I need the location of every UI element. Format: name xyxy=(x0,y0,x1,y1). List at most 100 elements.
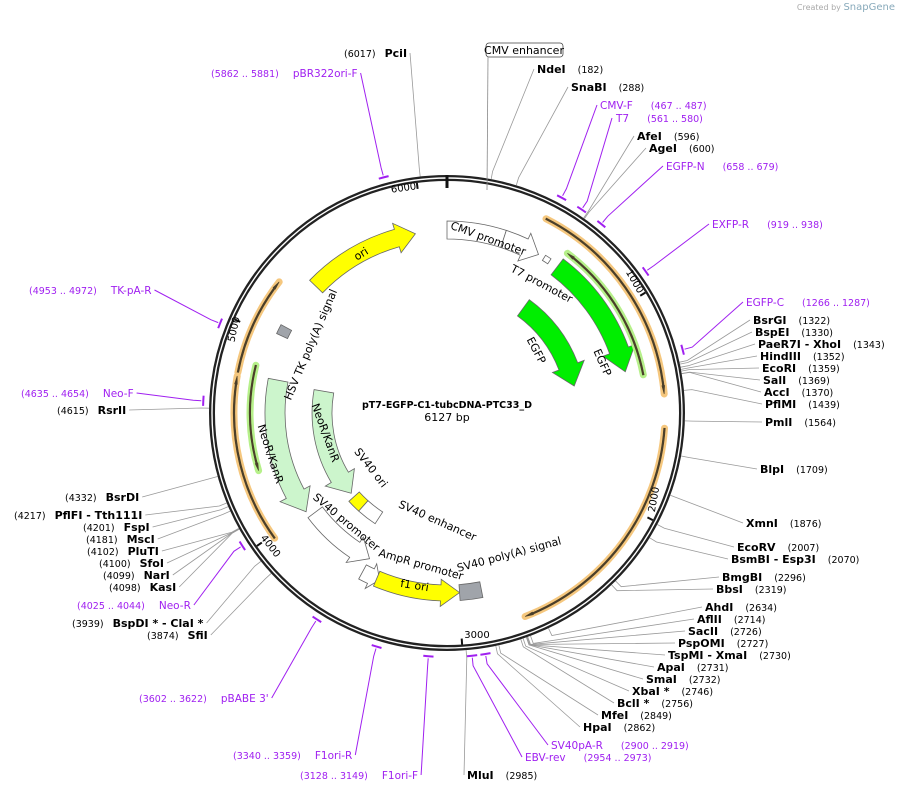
primer-binding-mark[interactable] xyxy=(680,344,685,355)
enzyme-site-label[interactable]: (4332)BsrDI xyxy=(65,491,139,504)
feature-label-sv40-ori: SV40 ori xyxy=(351,446,390,490)
primer-binding-mark[interactable] xyxy=(238,540,246,551)
neo-orf-thin-arc[interactable] xyxy=(248,364,259,471)
sv40-ori-box[interactable] xyxy=(348,491,369,512)
cut-position: (2730) xyxy=(759,651,791,662)
enzyme-site-label[interactable]: (3939)BspDI * - ClaI * xyxy=(72,617,204,630)
orf-arc-2[interactable] xyxy=(524,427,666,617)
enzyme-site-label[interactable]: BmgBI(2296) xyxy=(722,571,806,584)
enzyme-site-label[interactable]: (4217)PflFI - Tth111I xyxy=(14,509,142,522)
enzyme-site-label[interactable]: BbsI(2319) xyxy=(716,583,787,596)
enzyme-site-label[interactable]: (4201)FspI xyxy=(83,521,150,534)
primer-label[interactable]: (3340 .. 3359)F1ori-R xyxy=(233,750,352,762)
enzyme-site-label[interactable]: (4099)NarI xyxy=(103,569,170,582)
enzyme-site-label[interactable]: (4102)PluTI xyxy=(87,545,159,558)
primer-label[interactable]: (4635 .. 4654)Neo-F xyxy=(21,388,134,400)
enzyme-site-label[interactable]: ApaI(2731) xyxy=(657,661,729,674)
cmv-promoter-arrow[interactable] xyxy=(500,229,540,262)
egfp-inner-arrow[interactable] xyxy=(516,299,585,387)
enzyme-site-label[interactable]: XmnI(1876) xyxy=(746,517,821,530)
cut-position: (4332) xyxy=(65,493,97,504)
enzyme-site-label[interactable]: EcoRI(1359) xyxy=(762,362,840,375)
primer-binding-mark[interactable] xyxy=(202,395,205,406)
primer-label[interactable]: CMV-F(467 .. 487) xyxy=(600,100,707,112)
primer-binding-mark[interactable] xyxy=(466,654,478,658)
primer-label[interactable]: (4025 .. 4044)Neo-R xyxy=(77,600,191,612)
enzyme-site-label[interactable]: (4181)MscI xyxy=(86,533,155,546)
enzyme-site-label[interactable]: AflII(2714) xyxy=(697,613,765,626)
f1-ori-arrow[interactable] xyxy=(372,570,461,608)
primer-binding-mark[interactable] xyxy=(371,644,382,649)
enzyme-site-label[interactable]: SacII(2726) xyxy=(688,625,762,638)
cut-position: (4100) xyxy=(99,559,131,570)
primer-range: (2954 .. 2973) xyxy=(584,753,652,764)
enzyme-site-label[interactable]: AccI(1370) xyxy=(764,386,833,399)
enzyme-site-label[interactable]: PflMI(1439) xyxy=(765,398,840,411)
ampr-promoter-arrow[interactable] xyxy=(358,562,381,590)
primer-binding-mark[interactable] xyxy=(556,194,567,201)
primer-label[interactable]: EGFP-C(1266 .. 1287) xyxy=(746,297,870,309)
primer-binding-mark[interactable] xyxy=(641,266,650,277)
enzyme-site-label[interactable]: MfeI(2849) xyxy=(601,709,672,722)
hsv-tk-polya-box[interactable] xyxy=(276,324,293,340)
neor-kanr-outer-arrow[interactable] xyxy=(264,377,311,513)
enzyme-site-label[interactable]: BlpI(1709) xyxy=(760,463,828,476)
primer-binding-mark[interactable] xyxy=(596,220,606,229)
enzyme-site-label[interactable]: AgeI(600) xyxy=(649,142,715,155)
enzyme-site-label[interactable]: PspOMI(2727) xyxy=(678,637,768,650)
primer-label[interactable]: T7(561 .. 580) xyxy=(615,113,703,125)
primer-label[interactable]: (5862 .. 5881)pBR322ori-F xyxy=(211,68,358,80)
primer-label[interactable]: (3128 .. 3149)F1ori-F xyxy=(300,770,418,782)
enzyme-site-label[interactable]: BsmBI - Esp3I(2070) xyxy=(731,553,859,566)
orf-arc-4[interactable] xyxy=(232,375,276,540)
enzyme-site-label[interactable]: EcoRV(2007) xyxy=(737,541,819,554)
enzyme-site-label[interactable]: AfeI(596) xyxy=(637,130,699,143)
enzyme-site-label[interactable]: (6017)PciI xyxy=(344,47,407,60)
orf-arc-3[interactable] xyxy=(236,281,280,373)
enzyme-site-label[interactable]: (4100)SfoI xyxy=(99,557,164,570)
enzyme-site-label[interactable]: SmaI(2732) xyxy=(646,673,721,686)
egfp-outer-arrow[interactable] xyxy=(550,258,636,373)
enzyme-site-label[interactable]: PmlI(1564) xyxy=(765,416,836,429)
primer-binding-mark[interactable] xyxy=(480,652,491,656)
enzyme-site-label[interactable]: BspEI(1330) xyxy=(755,326,833,339)
enzyme-site-label[interactable]: (4615)RsrII xyxy=(57,404,126,417)
primer-binding-mark[interactable] xyxy=(423,654,434,658)
orf-arc-1[interactable] xyxy=(545,217,665,395)
enzyme-site-label[interactable]: (4098)KasI xyxy=(109,581,176,594)
egfp-orf-thin-arc[interactable] xyxy=(567,253,645,376)
enzyme-site-label[interactable]: (3874)SfiI xyxy=(147,629,208,642)
enzyme-site-label[interactable]: AhdI(2634) xyxy=(705,601,777,614)
primer-label[interactable]: EGFP-N(658 .. 679) xyxy=(666,161,778,173)
primer-binding-mark[interactable] xyxy=(576,205,587,214)
enzyme-site-label[interactable]: HpaI(2862) xyxy=(583,721,655,734)
enzyme-site-label[interactable]: XbaI *(2746) xyxy=(632,685,713,698)
primer-binding-mark[interactable] xyxy=(312,615,322,623)
sv40-enhancer-box[interactable] xyxy=(358,500,384,525)
primer-binding-mark[interactable] xyxy=(217,318,223,329)
t7-promoter-mark[interactable] xyxy=(541,254,552,265)
enzyme-site-label[interactable]: HindIII(1352) xyxy=(760,350,845,363)
primer-label[interactable]: EBV-rev(2954 .. 2973) xyxy=(525,752,652,764)
enzyme-leader xyxy=(548,606,703,636)
sv40-promoter-arrow[interactable] xyxy=(307,506,371,564)
cut-position: (2070) xyxy=(828,555,860,566)
primer-label[interactable]: (3602 .. 3622)pBABE 3' xyxy=(139,693,269,705)
neor-kanr-inner-arrow[interactable] xyxy=(311,389,355,494)
primer-label[interactable]: SV40pA-R(2900 .. 2919) xyxy=(551,740,689,752)
enzyme-site-label[interactable]: BsrGI(1322) xyxy=(753,314,830,327)
enzyme-site-label[interactable]: SnaBI(288) xyxy=(571,81,644,94)
sv40-polya-box[interactable] xyxy=(458,581,484,601)
primer-label[interactable]: (4953 .. 4972)TK-pA-R xyxy=(29,285,152,297)
enzyme-leader xyxy=(684,420,763,423)
ori-arrow[interactable] xyxy=(309,222,417,294)
primer-name: Neo-F xyxy=(103,388,134,400)
enzyme-site-label[interactable]: TspMI - XmaI(2730) xyxy=(668,649,791,662)
primer-binding-mark[interactable] xyxy=(378,175,389,180)
enzyme-site-label[interactable]: PaeR7I - XhoI(1343) xyxy=(758,338,885,351)
enzyme-site-label[interactable]: SalI(1369) xyxy=(763,374,830,387)
enzyme-site-label[interactable]: NdeI(182) xyxy=(537,63,603,76)
enzyme-site-label[interactable]: BclI *(2756) xyxy=(617,697,693,710)
enzyme-site-label[interactable]: MluI(2985) xyxy=(467,769,537,782)
primer-label[interactable]: EXFP-R(919 .. 938) xyxy=(712,219,823,231)
